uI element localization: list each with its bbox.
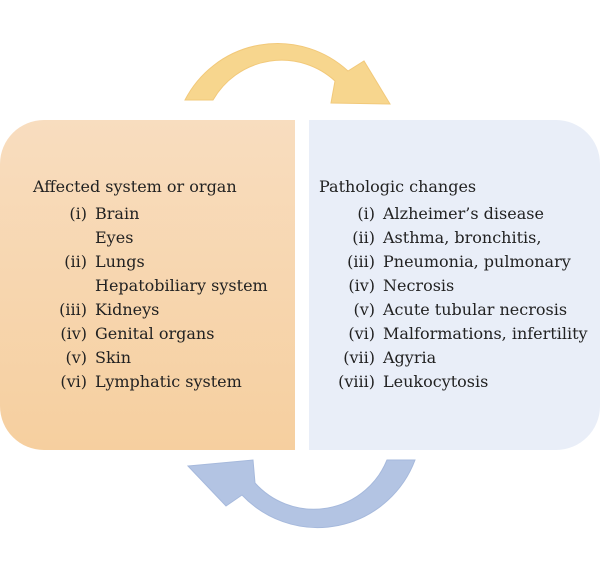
list-item: Eyes (33, 226, 268, 250)
item-label: Hepatobiliary system (95, 276, 268, 295)
affected-system-heading: Affected system or organ (33, 177, 237, 196)
list-item: (vi) Lymphatic system (33, 370, 268, 394)
list-item: (ii) Asthma, bronchitis, (319, 226, 588, 250)
list-item: (i) Alzheimer’s disease (319, 202, 588, 226)
item-number: (iv) (60, 324, 87, 343)
list-item: (iii) Pneumonia, pulmonary (319, 250, 588, 274)
item-number: (v) (353, 300, 375, 319)
item-label: Kidneys (95, 300, 160, 319)
item-label: Acute tubular necrosis (383, 300, 568, 319)
list-item: (iv) Necrosis (319, 274, 588, 298)
item-number (33, 226, 95, 250)
list-item: (i) Brain (33, 202, 268, 226)
item-number: (i) (69, 204, 87, 223)
item-label: Lungs (95, 252, 145, 271)
item-number: (v) (65, 348, 87, 367)
item-label: Lymphatic system (95, 372, 242, 391)
item-label: Eyes (95, 228, 134, 247)
item-label: Necrosis (383, 276, 455, 295)
item-label: Skin (95, 348, 132, 367)
item-label: Leukocytosis (383, 372, 489, 391)
list-item: (viii) Leukocytosis (319, 370, 588, 394)
item-number: (iv) (348, 276, 375, 295)
item-number: (ii) (64, 252, 87, 271)
item-number: (vi) (348, 324, 375, 343)
item-number: (iii) (347, 252, 375, 271)
item-label: Alzheimer’s disease (383, 204, 544, 223)
item-label: Brain (95, 204, 140, 223)
item-number (33, 274, 95, 298)
pathologic-changes-list: (i) Alzheimer’s disease (ii) Asthma, bronc… (319, 202, 588, 394)
item-label: Agyria (383, 348, 437, 367)
item-number: (vii) (343, 348, 375, 367)
list-item: (iv) Genital organs (33, 322, 268, 346)
list-item: (v) Acute tubular necrosis (319, 298, 588, 322)
list-item: (vii) Agyria (319, 346, 588, 370)
item-label: Pneumonia, pulmonary (383, 252, 571, 271)
item-label: Genital organs (95, 324, 215, 343)
item-number: (iii) (59, 300, 87, 319)
item-label: Asthma, bronchitis, (383, 228, 542, 247)
list-item: (vi) Malformations, infertility (319, 322, 588, 346)
item-label: Malformations, infertility (383, 324, 588, 343)
item-number: (vi) (60, 372, 87, 391)
item-number: (viii) (338, 372, 375, 391)
list-item: Hepatobiliary system (33, 274, 268, 298)
item-number: (ii) (352, 228, 375, 247)
affected-system-list: (i) Brain Eyes (ii) Lungs Hepatobiliary sy… (33, 202, 268, 394)
list-item: (v) Skin (33, 346, 268, 370)
pathologic-changes-panel: Pathologic changes (i) Alzheimer’s diseas… (309, 120, 600, 450)
list-item: (ii) Lungs (33, 250, 268, 274)
pathologic-changes-heading: Pathologic changes (319, 177, 477, 196)
item-number: (i) (357, 204, 375, 223)
affected-system-panel: Affected system or organ (i) Brain Eyes (… (0, 120, 295, 450)
list-item: (iii) Kidneys (33, 298, 268, 322)
